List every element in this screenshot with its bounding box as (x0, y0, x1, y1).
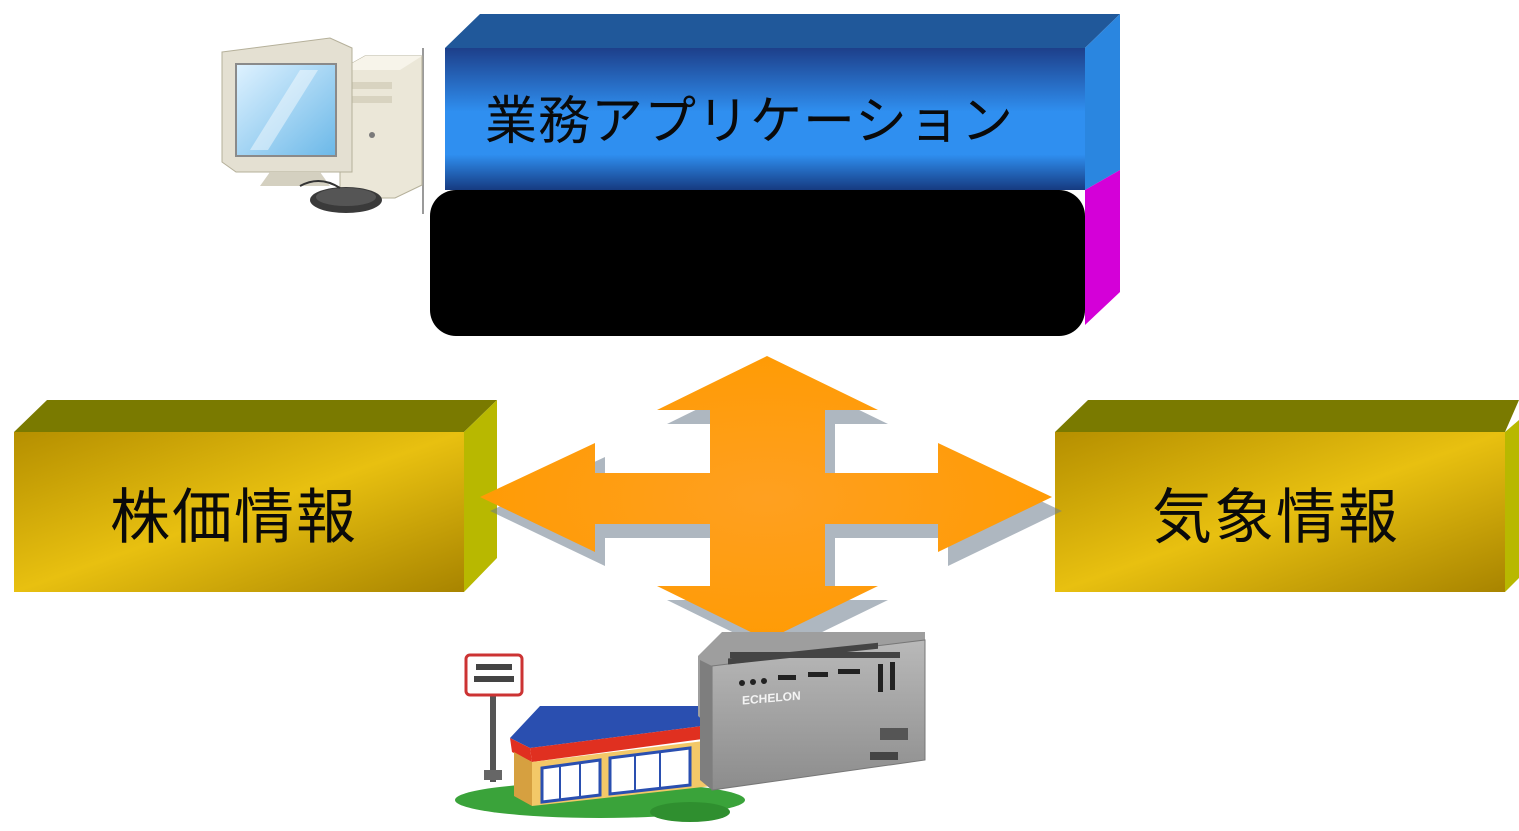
application-layer-label: 業務アプリケーション (485, 92, 1014, 152)
stock-info-label: 株価情報 (110, 483, 358, 553)
stock-info-box (14, 400, 497, 592)
application-layer-box (445, 14, 1120, 190)
desktop-computer-icon (221, 37, 423, 213)
middleware-layer-box (430, 170, 1120, 336)
weather-info-box (1055, 400, 1519, 592)
din-rail-controller-icon (698, 632, 926, 791)
four-way-arrow (480, 356, 1052, 640)
convenience-store-icon (455, 653, 745, 822)
weather-info-label: 気象情報 (1152, 483, 1400, 553)
